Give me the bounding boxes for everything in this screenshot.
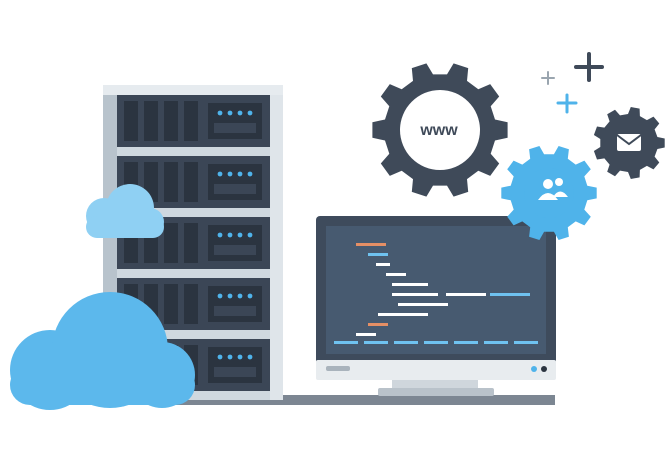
code-line [392, 283, 428, 286]
status-led [227, 354, 233, 360]
status-led [237, 293, 243, 299]
status-led [227, 293, 233, 299]
drive-bay [124, 101, 138, 141]
cloud-small [86, 184, 164, 238]
code-line [490, 293, 530, 296]
status-led [227, 232, 233, 238]
code-line [398, 303, 448, 306]
drive-bay [184, 162, 198, 202]
code-line [356, 243, 386, 246]
status-led [217, 354, 223, 360]
code-line [376, 263, 390, 266]
status-led [247, 171, 253, 177]
status-led [217, 232, 223, 238]
drive-bay [184, 101, 198, 141]
code-line [356, 333, 376, 336]
code-line [446, 293, 486, 296]
www-label: www [419, 122, 458, 139]
ground-line [150, 395, 555, 405]
gear-hub [524, 168, 574, 218]
status-led [237, 232, 243, 238]
gear-hub [400, 90, 480, 170]
code-line [392, 293, 438, 296]
code-line [334, 341, 358, 344]
status-led [237, 354, 243, 360]
code-line [386, 273, 406, 276]
code-line [484, 341, 508, 344]
plus-icon-medium [556, 93, 578, 114]
status-led [227, 110, 233, 116]
monitor-power-led [531, 366, 537, 372]
status-led [237, 171, 243, 177]
drive-bay [164, 223, 178, 263]
code-line [368, 253, 388, 256]
drive-bay [164, 101, 178, 141]
envelope-icon [616, 134, 642, 151]
code-line [364, 341, 388, 344]
plus-icon-small [541, 71, 555, 85]
code-line [368, 323, 388, 326]
code-line [454, 341, 478, 344]
users-icon [538, 178, 568, 200]
status-led [247, 293, 253, 299]
status-led [247, 110, 253, 116]
code-line [514, 341, 538, 344]
cloud-large [10, 292, 195, 410]
drive-bay [164, 162, 178, 202]
gear-www [372, 63, 508, 197]
status-led [217, 171, 223, 177]
status-led [247, 232, 253, 238]
drive-bay [184, 284, 198, 324]
rack-unit [117, 95, 270, 147]
status-led [237, 110, 243, 116]
status-led [217, 293, 223, 299]
drive-bay [144, 101, 158, 141]
code-line [378, 313, 428, 316]
drive-bay [164, 284, 178, 324]
status-led [217, 110, 223, 116]
desktop-monitor [316, 216, 556, 396]
plus-icon-large [574, 52, 604, 82]
code-line [394, 341, 418, 344]
status-led [247, 354, 253, 360]
code-line [424, 341, 448, 344]
status-led [227, 171, 233, 177]
drive-bay [184, 223, 198, 263]
